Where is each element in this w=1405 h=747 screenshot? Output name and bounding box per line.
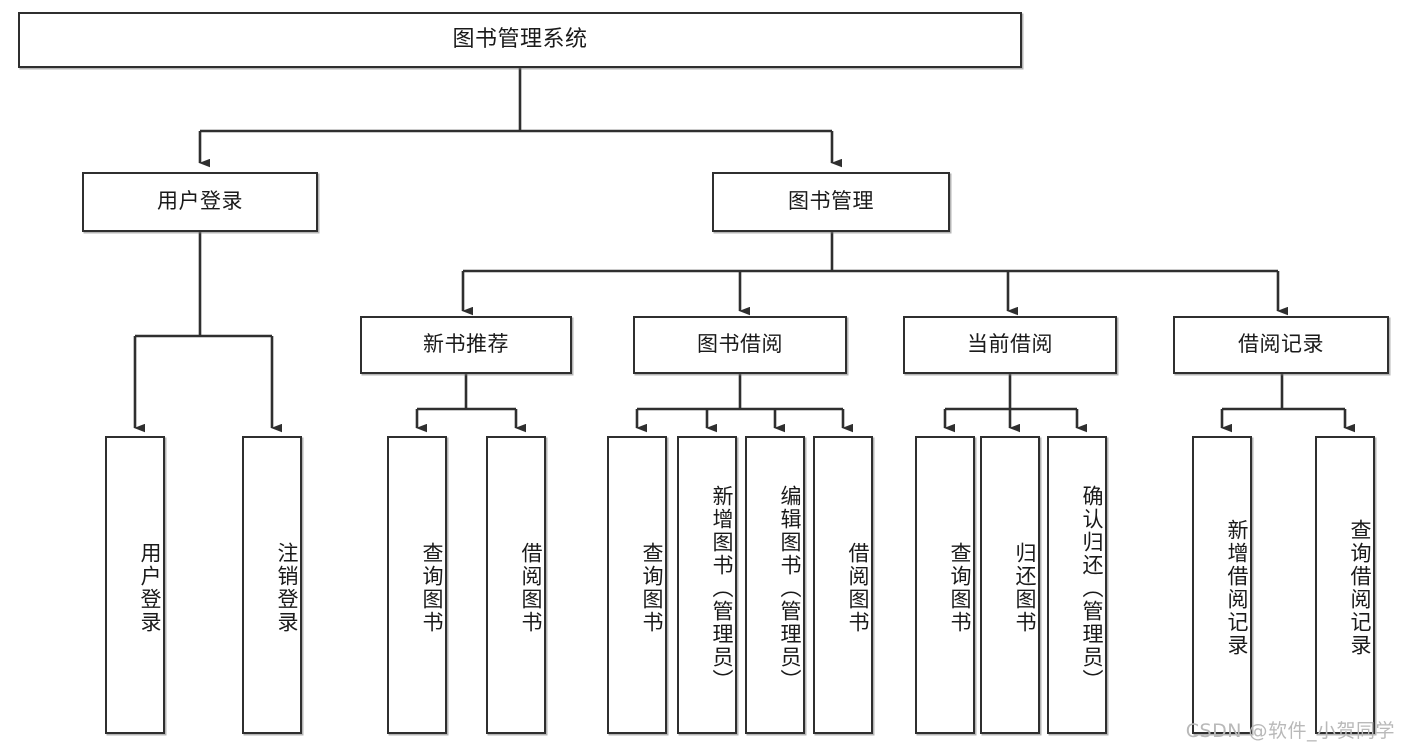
leaf-label: 查询借阅记录 — [1348, 519, 1372, 657]
leaf-label: 归还图书 — [1013, 542, 1037, 634]
leaf-label: 查询图书 — [420, 542, 444, 634]
leaf-label: 编辑图书（管理员） — [778, 484, 802, 692]
node-borrow-record[interactable]: 借阅记录 — [1173, 316, 1389, 374]
leaf-label: 确认归还（管理员） — [1080, 484, 1104, 692]
node-root-system[interactable]: 图书管理系统 — [18, 12, 1022, 68]
leaf-label: 查询图书 — [948, 542, 972, 634]
leaf-record-add-record[interactable]: 新增借阅记录 — [1192, 436, 1252, 734]
node-book-management[interactable]: 图书管理 — [712, 172, 950, 232]
leaf-label: 借阅图书 — [846, 542, 870, 634]
leaf-user-logout[interactable]: 注销登录 — [242, 436, 302, 734]
node-current-borrow[interactable]: 当前借阅 — [903, 316, 1117, 374]
node-book-borrow[interactable]: 图书借阅 — [633, 316, 847, 374]
leaf-newbook-borrow-book[interactable]: 借阅图书 — [486, 436, 546, 734]
leaf-current-return-book[interactable]: 归还图书 — [980, 436, 1040, 734]
csdn-watermark: CSDN @软件_小贺同学 — [1185, 720, 1395, 742]
leaf-borrow-borrow-book[interactable]: 借阅图书 — [813, 436, 873, 734]
leaf-label: 注销登录 — [275, 542, 299, 634]
leaf-label: 查询图书 — [640, 542, 664, 634]
leaf-borrow-edit-book-admin[interactable]: 编辑图书（管理员） — [745, 436, 805, 734]
leaf-user-login[interactable]: 用户登录 — [105, 436, 165, 734]
leaf-current-query-book[interactable]: 查询图书 — [915, 436, 975, 734]
leaf-label: 借阅图书 — [519, 542, 543, 634]
leaf-newbook-query-book[interactable]: 查询图书 — [387, 436, 447, 734]
leaf-current-confirm-return-admin[interactable]: 确认归还（管理员） — [1047, 436, 1107, 734]
leaf-label: 新增借阅记录 — [1225, 519, 1249, 657]
node-new-book-recommend[interactable]: 新书推荐 — [360, 316, 572, 374]
leaf-label: 新增图书（管理员） — [710, 484, 734, 692]
node-user-login[interactable]: 用户登录 — [82, 172, 318, 232]
leaf-record-query-record[interactable]: 查询借阅记录 — [1315, 436, 1375, 734]
leaf-label: 用户登录 — [138, 542, 162, 634]
leaf-borrow-query-book[interactable]: 查询图书 — [607, 436, 667, 734]
leaf-borrow-add-book-admin[interactable]: 新增图书（管理员） — [677, 436, 737, 734]
